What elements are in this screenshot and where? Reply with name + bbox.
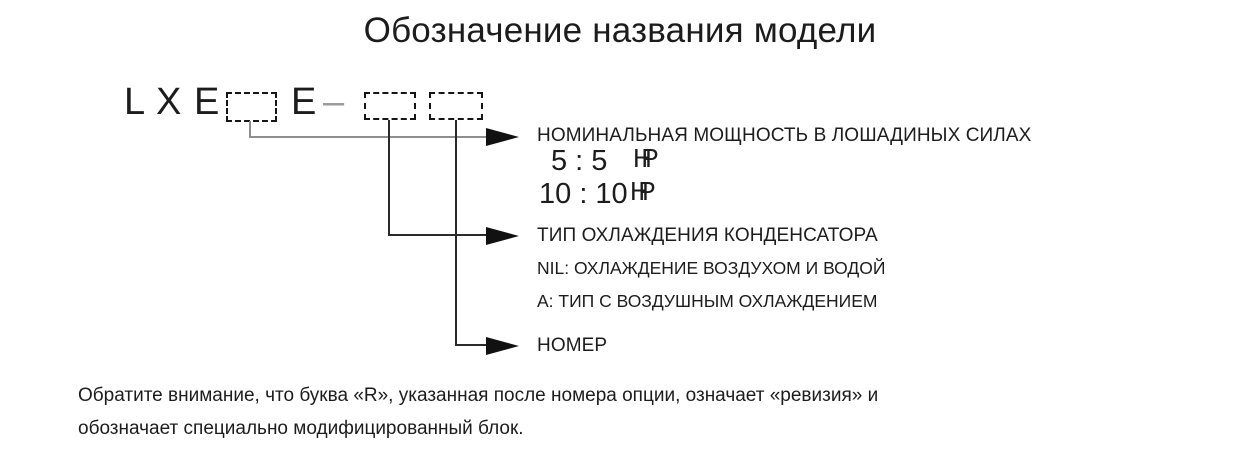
connector-power-stub <box>249 121 251 137</box>
model-code-letter-e2: E <box>291 81 317 123</box>
cooling-section-label: ТИП ОХЛАЖДЕНИЯ КОНДЕНСАТОРА <box>537 225 878 246</box>
power-row-value: 10 : 10 <box>539 178 628 210</box>
cooling-option-a: А: ТИП С ВОЗДУШНЫМ ОХЛАЖДЕНИЕМ <box>537 291 878 311</box>
model-code-placeholder-box-number <box>429 92 483 120</box>
arrow-right-icon-number <box>486 337 519 355</box>
page-title: Обозначение названия модели <box>363 11 877 50</box>
model-code-letter-l: L <box>124 81 146 123</box>
model-code-letter-e1: E <box>194 81 220 123</box>
connector-power-horizontal <box>249 136 486 138</box>
arrow-right-icon-cooling <box>486 227 519 245</box>
connector-cooling-vertical <box>388 120 390 236</box>
power-row-unit: HP <box>633 143 659 173</box>
number-section-label: НОМЕР <box>537 335 608 356</box>
connector-number-vertical <box>455 120 457 346</box>
arrow-right-icon-power <box>486 128 519 146</box>
model-code-placeholder-box-power <box>226 92 277 122</box>
power-section-label: НОМИНАЛЬНАЯ МОЩНОСТЬ В ЛОШАДИНЫХ СИЛАХ <box>537 125 1032 146</box>
model-code-placeholder-box-cooling <box>364 92 416 120</box>
power-row-value: 5 : 5 <box>551 145 608 177</box>
power-row-unit: HP <box>630 176 656 206</box>
model-code-separator: – <box>323 81 345 123</box>
connector-number-horizontal <box>455 344 486 346</box>
footnote-line-1: Обратите внимание, что буква «R», указан… <box>78 385 879 406</box>
cooling-option-nil: NIL: ОХЛАЖДЕНИЕ ВОЗДУХОМ И ВОДОЙ <box>537 258 886 278</box>
footnote-line-2: обозначает специально модифицированный б… <box>78 418 524 439</box>
model-code-letter-x: X <box>156 81 182 123</box>
connector-cooling-horizontal <box>388 234 486 236</box>
